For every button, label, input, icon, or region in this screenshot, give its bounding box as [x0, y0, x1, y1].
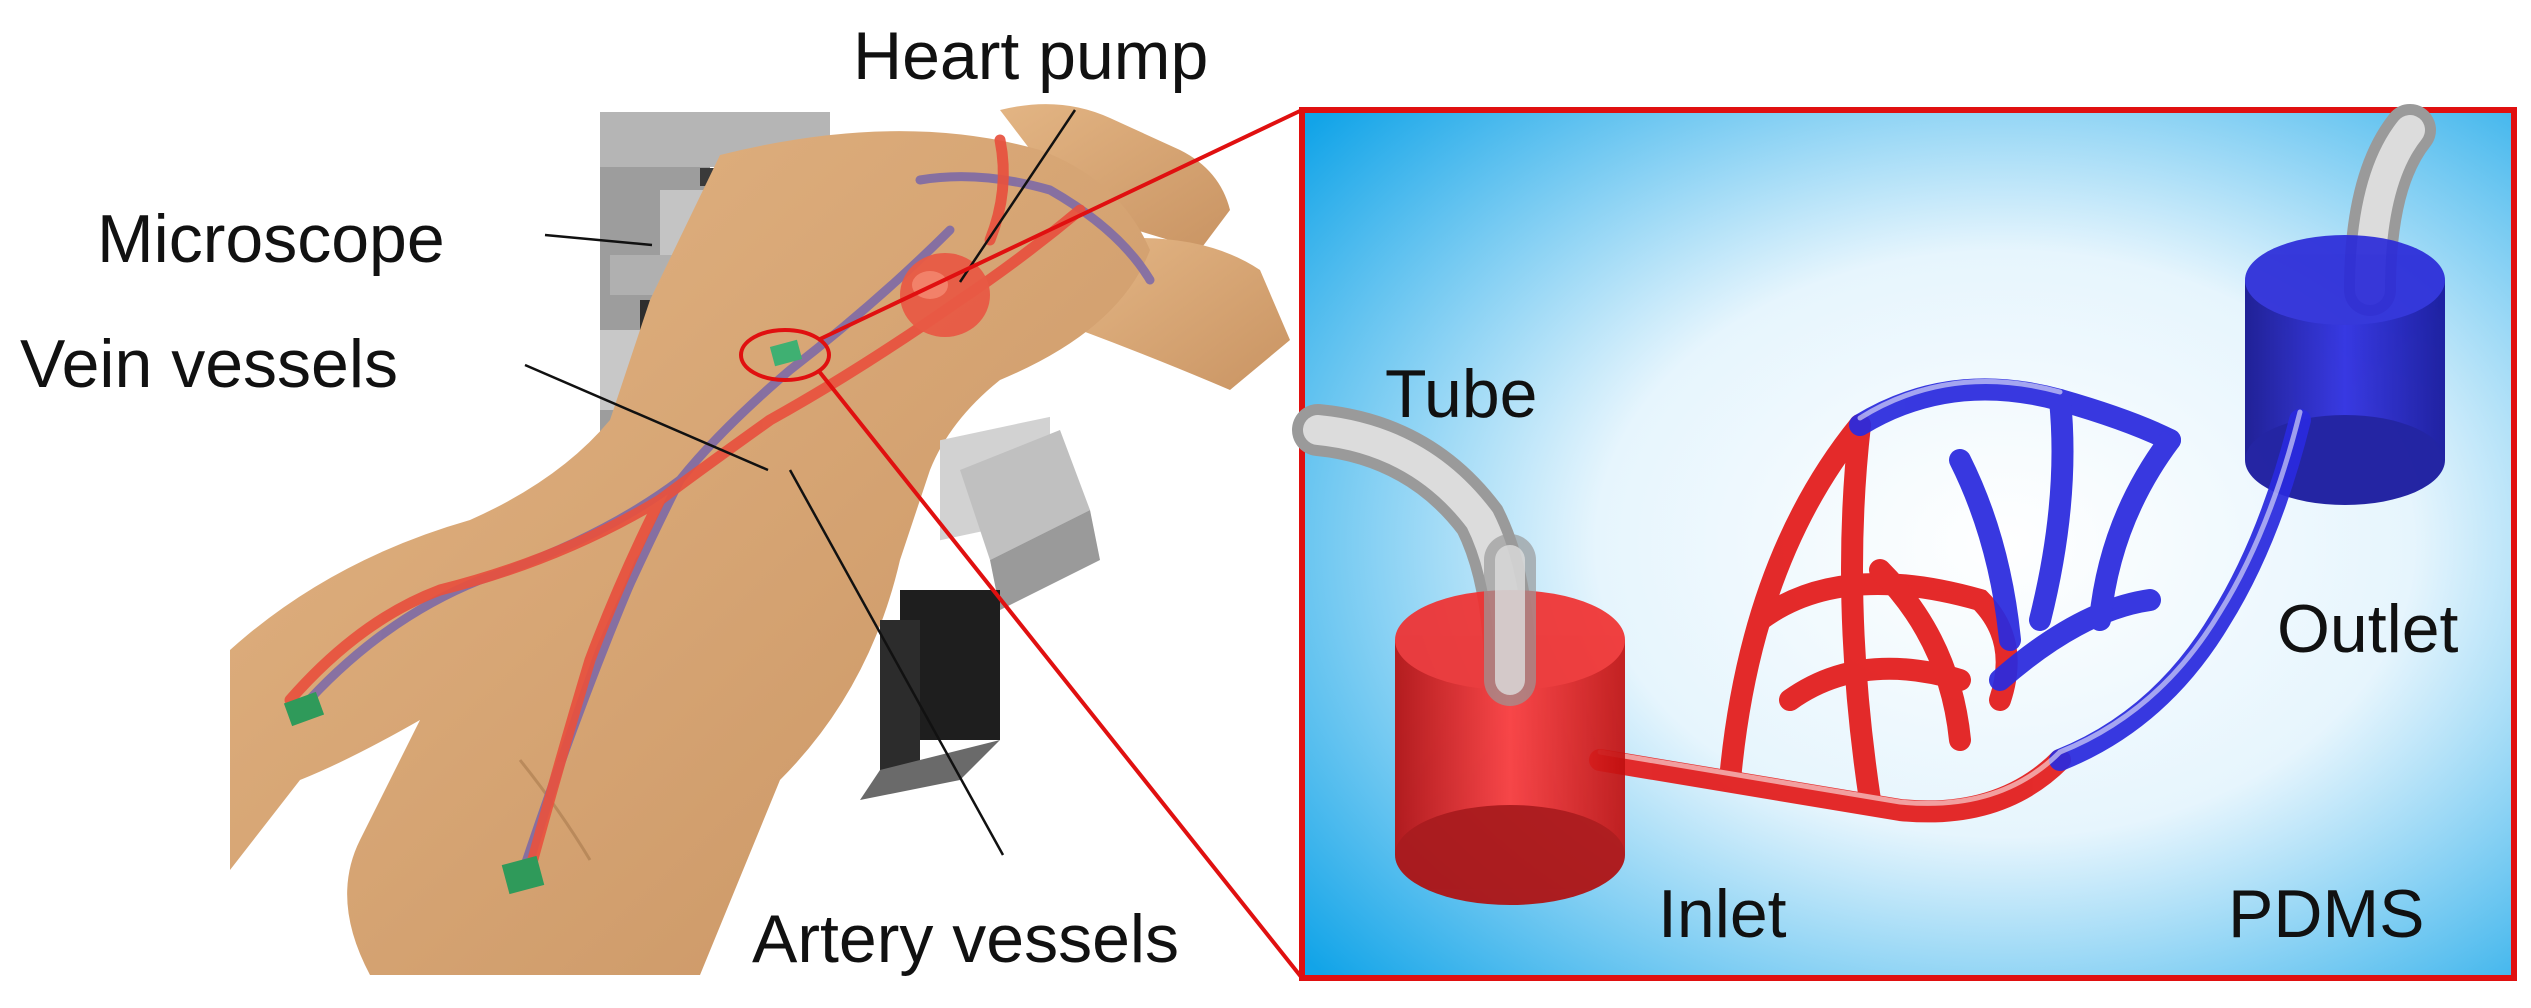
leader-lines	[524, 109, 1077, 856]
neck-shape	[1000, 104, 1230, 250]
outlet-cylinder	[2245, 235, 2445, 505]
zoom-connectors	[816, 108, 1304, 980]
blue-channels	[1849, 378, 2311, 771]
zoom-ellipse	[739, 328, 831, 382]
artery-vessels-label: Artery vessels	[752, 901, 1179, 977]
pdms-label: PDMS	[2228, 876, 2425, 952]
inset-panel	[1292, 104, 2517, 981]
chip-arm	[283, 691, 325, 727]
chip-leg	[501, 855, 545, 895]
torso-shape	[230, 131, 1150, 976]
heart-pump-label: Heart pump	[853, 18, 1209, 94]
vein-vessels-label: Vein vessels	[20, 326, 398, 402]
microscope-label: Microscope	[97, 201, 445, 277]
side-device	[860, 416, 1100, 800]
outlet-label: Outlet	[2277, 591, 2459, 667]
body-illustration	[230, 104, 1290, 976]
chip-zoomed	[769, 339, 803, 367]
red-channels	[1589, 414, 2071, 823]
inlet-label: Inlet	[1658, 876, 1787, 952]
tube-label: Tube	[1385, 356, 1538, 432]
